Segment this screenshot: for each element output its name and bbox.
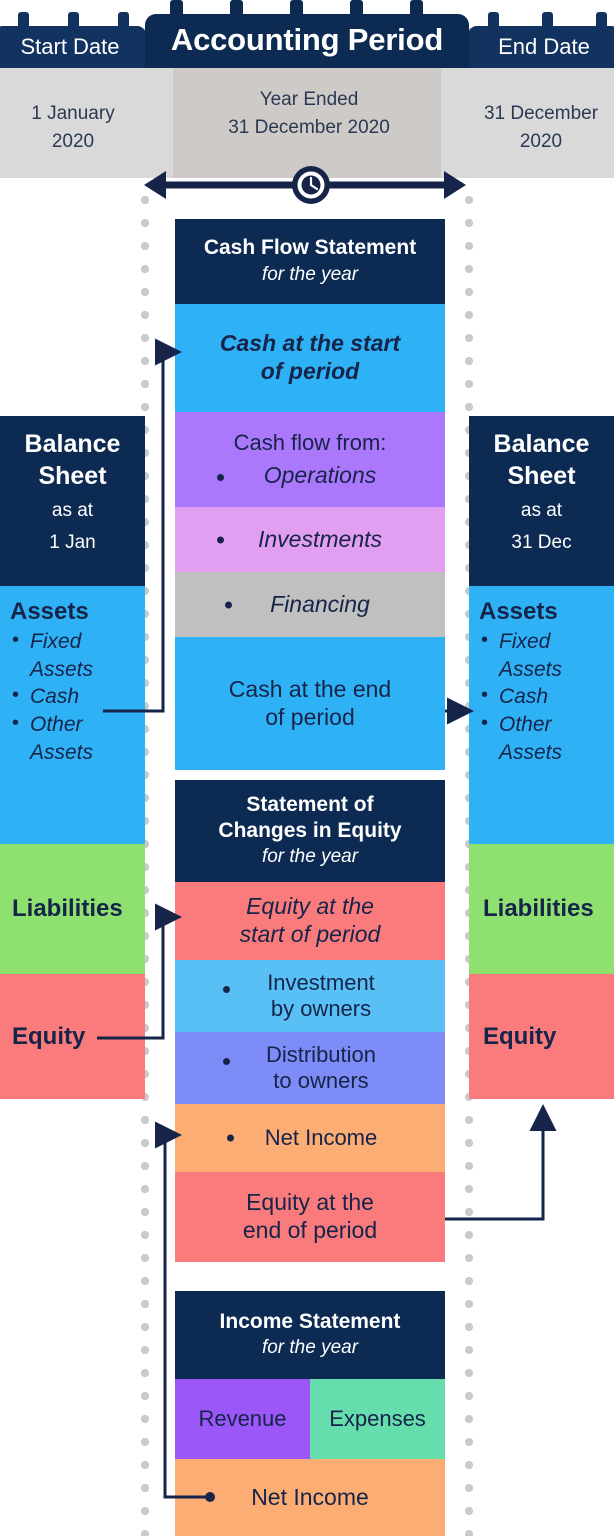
tab-start-date[interactable]: Start Date xyxy=(0,26,146,68)
equity-at-end-of-period: Equity at the end of period xyxy=(175,1172,445,1262)
balance-sheet-right-assets: Assets Fixed Assets Cash Other Assets xyxy=(469,586,614,844)
cash-start-line1: Cash at the start xyxy=(219,330,401,357)
bullet-icon xyxy=(217,474,224,481)
income-statement-net-income: Net Income xyxy=(175,1459,445,1536)
investment-line2: by owners xyxy=(270,996,372,1021)
calendar-ring xyxy=(488,12,499,29)
income-statement-period: for the year xyxy=(261,1337,359,1359)
bs-right-assets-heading: Assets xyxy=(479,598,558,625)
cash-flow-statement-period: for the year xyxy=(261,263,359,285)
bs-left-sub-line2: 1 Jan xyxy=(49,531,96,553)
balance-sheet-left-header: Balance Sheet as at 1 Jan xyxy=(0,416,145,586)
end-date-value: 31 December 2020 xyxy=(468,100,614,156)
bs-right-assets-list: Fixed Assets Cash Other Assets xyxy=(479,627,614,767)
list-item: Fixed Assets xyxy=(10,627,145,683)
balance-sheet-right-equity: Equity xyxy=(469,974,614,1099)
bs-right-sub-line1: as at xyxy=(520,500,563,521)
cash-end-line2: of period xyxy=(265,703,355,730)
income-statement-name: Income Statement xyxy=(219,1309,401,1333)
end-date-line2: 2020 xyxy=(519,131,563,152)
equity-start-line1: Equity at the xyxy=(246,893,374,920)
changes-in-equity-period: for the year xyxy=(261,846,359,868)
distribution-to-owners: Distribution to owners xyxy=(175,1032,445,1104)
end-date-line1: 31 December xyxy=(483,103,599,124)
balance-sheet-right-liabilities: Liabilities xyxy=(469,844,614,974)
bs-right-sub-line2: 31 Dec xyxy=(511,531,572,553)
cash-end-line1: Cash at the end xyxy=(228,675,392,702)
tab-accounting-period[interactable]: Accounting Period xyxy=(145,14,469,68)
calendar-ring xyxy=(596,12,607,29)
bs-left-title-line1: Balance xyxy=(24,430,121,458)
bs-left-assets-list: Fixed Assets Cash Other Assets xyxy=(10,627,145,767)
cash-flow-from-financing: Financing xyxy=(175,572,445,637)
equity-end-line1: Equity at the xyxy=(246,1189,374,1216)
bs-right-title-line2: Sheet xyxy=(507,462,576,490)
cash-flow-statement-name: Cash Flow Statement xyxy=(203,236,417,260)
investment-by-owners: Investment by owners xyxy=(175,960,445,1032)
calendar-ring xyxy=(18,12,29,29)
balance-sheet-left-equity: Equity xyxy=(0,974,145,1099)
income-statement-revenue: Revenue xyxy=(175,1379,310,1459)
list-item: Other Assets xyxy=(10,710,145,766)
changes-in-equity-name-line2: Changes in Equity xyxy=(218,818,402,842)
tab-accounting-period-label: Accounting Period xyxy=(170,22,444,57)
cash-flow-statement-header: Cash Flow Statement for the year xyxy=(175,219,445,304)
connector-equity-end xyxy=(445,1104,557,1221)
start-date-line1: 1 January xyxy=(31,103,115,124)
changes-in-equity-net-income-label: Net Income xyxy=(264,1124,378,1150)
distribution-line1: Distribution xyxy=(265,1041,377,1067)
bullet-icon xyxy=(223,1058,230,1065)
bullet-icon xyxy=(223,986,230,993)
balance-sheet-left-liabilities: Liabilities xyxy=(0,844,145,974)
equity-start-line2: start of period xyxy=(239,921,381,947)
tab-start-date-label: Start Date xyxy=(20,34,120,59)
changes-in-equity-name-line1: Statement of xyxy=(246,793,374,817)
period-line2: 31 December 2020 xyxy=(228,117,390,138)
calendar-ring xyxy=(542,12,553,29)
cash-at-start-of-period: Cash at the start of period xyxy=(175,304,445,412)
distribution-line2: to owners xyxy=(273,1068,369,1093)
cash-flow-financing-label: Financing xyxy=(270,590,370,617)
cash-start-line2: of period xyxy=(260,358,360,384)
calendar-ring xyxy=(118,12,129,29)
bullet-icon xyxy=(225,601,232,608)
balance-sheet-left-assets: Assets Fixed Assets Cash Other Assets xyxy=(0,586,145,844)
bs-left-title-line2: Sheet xyxy=(38,462,107,490)
bs-left-sub-line1: as at xyxy=(51,500,94,521)
timeline-guide-left xyxy=(141,196,149,1536)
period-value: Year Ended 31 December 2020 xyxy=(175,86,443,142)
changes-in-equity-net-income: Net Income xyxy=(175,1104,445,1172)
equity-at-start-of-period: Equity at the start of period xyxy=(175,882,445,960)
start-date-value: 1 January 2020 xyxy=(2,100,144,156)
cash-at-end-of-period: Cash at the end of period xyxy=(175,637,445,770)
bs-right-title-line1: Balance xyxy=(493,430,590,458)
period-line1: Year Ended xyxy=(259,89,359,110)
cash-flow-from-operations: Cash flow from: Operations xyxy=(175,412,445,507)
list-item: Cash xyxy=(10,682,145,711)
income-statement-expenses: Expenses xyxy=(310,1379,445,1459)
bullet-icon xyxy=(227,1134,234,1142)
bs-left-assets-heading: Assets xyxy=(10,598,89,625)
balance-sheet-right-header: Balance Sheet as at 31 Dec xyxy=(469,416,614,586)
cash-flow-from-investments: Investments xyxy=(175,507,445,572)
cash-flow-operations-label: Operations xyxy=(263,461,377,488)
tab-end-date[interactable]: End Date xyxy=(468,26,614,68)
calendar-ring xyxy=(68,12,79,29)
list-item: Fixed Assets xyxy=(479,627,614,683)
start-date-line2: 2020 xyxy=(51,131,95,152)
cash-flow-from-heading: Cash flow from: xyxy=(233,429,387,455)
list-item: Other Assets xyxy=(479,710,614,766)
income-statement-header: Income Statement for the year xyxy=(175,1291,445,1379)
bullet-icon xyxy=(217,536,224,543)
cash-flow-investments-label: Investments xyxy=(258,525,382,552)
equity-end-line2: end of period xyxy=(242,1217,378,1243)
list-item: Cash xyxy=(479,682,614,711)
investment-line1: Investment xyxy=(267,969,375,995)
changes-in-equity-header: Statement of Changes in Equity for the y… xyxy=(175,780,445,882)
tab-end-date-label: End Date xyxy=(498,34,590,59)
